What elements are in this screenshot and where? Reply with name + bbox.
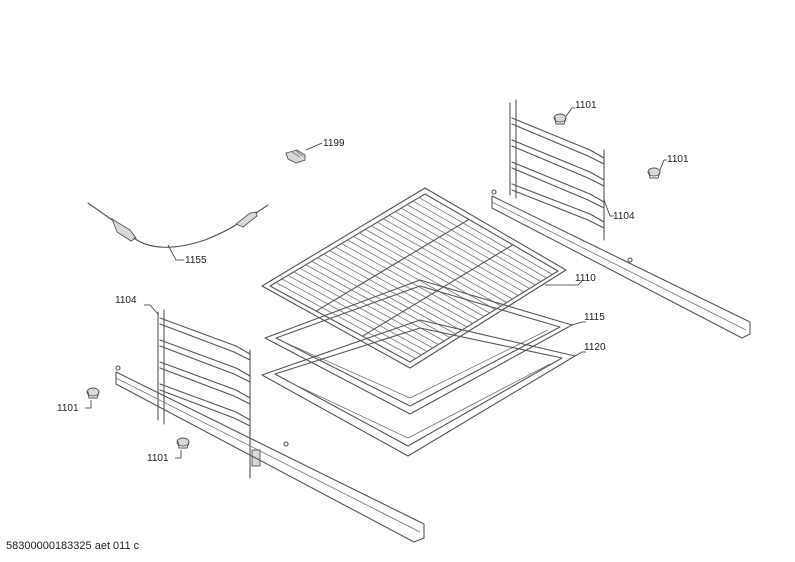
shelf-wire — [323, 253, 462, 331]
shelf-wire — [287, 275, 428, 352]
shelf-wire — [329, 250, 468, 328]
callout-1104-left: 1104 — [115, 295, 137, 306]
part-right-telescopic-rail — [491, 189, 751, 339]
shelf-wire — [275, 282, 416, 359]
shelf-wire — [341, 243, 479, 321]
part-1101-clip-left: 1101 — [57, 387, 100, 414]
callout-1101-upper-right: 1101 — [575, 100, 597, 111]
callout-1115: 1115 — [584, 312, 605, 323]
callout-1120: 1120 — [584, 342, 606, 353]
part-1101-clip-upper-right: 1101 — [553, 100, 597, 125]
shelf-wire — [347, 239, 485, 317]
part-1155-probe: 1155 — [87, 202, 269, 266]
part-1199-clip: 1199 — [285, 138, 345, 164]
shelf-wire — [371, 225, 507, 303]
shelf-crossbar — [315, 218, 470, 312]
callout-1101-left: 1101 — [57, 403, 79, 414]
shelf-wire — [394, 211, 530, 289]
shelf-wire — [281, 278, 422, 356]
shelf-wire — [389, 214, 525, 293]
callout-1155: 1155 — [185, 255, 207, 266]
shelf-wire — [418, 197, 553, 275]
shelf-wire — [383, 218, 519, 296]
shelf-wire — [412, 200, 547, 279]
shelf-wire — [293, 271, 433, 349]
callout-1101-lower-left: 1101 — [147, 453, 169, 464]
callout-1199: 1199 — [323, 138, 345, 149]
shelf-crossbar — [361, 244, 514, 337]
callout-1101-right: 1101 — [667, 154, 689, 165]
shelf-wire — [311, 260, 451, 338]
shelf-wire — [377, 221, 513, 300]
shelf-wire — [359, 232, 496, 310]
part-1110-wire-shelf: 1110 — [261, 187, 596, 369]
part-1120-deep-tray: 1120 — [261, 319, 606, 457]
shelf-wire — [406, 204, 542, 282]
callout-1104-right: 1104 — [613, 211, 635, 222]
shelf-wire — [400, 207, 536, 286]
callout-1110: 1110 — [575, 273, 596, 284]
part-1101-clip-lower-left: 1101 — [147, 437, 190, 464]
part-1115-baking-tray: 1115 — [264, 279, 605, 415]
document-id-footer: 58300000183325 aet 011 c — [6, 540, 140, 552]
part-1101-clip-right: 1101 — [647, 154, 689, 179]
shelf-wire — [317, 257, 456, 335]
part-left-telescopic-rail — [115, 365, 425, 543]
part-1104-left-rack: 1104 — [115, 295, 261, 479]
shelf-wire — [365, 229, 502, 307]
part-1104-right-rack: 1104 — [509, 99, 635, 241]
shelf-wire — [299, 267, 439, 345]
shelf-wire — [335, 246, 473, 324]
